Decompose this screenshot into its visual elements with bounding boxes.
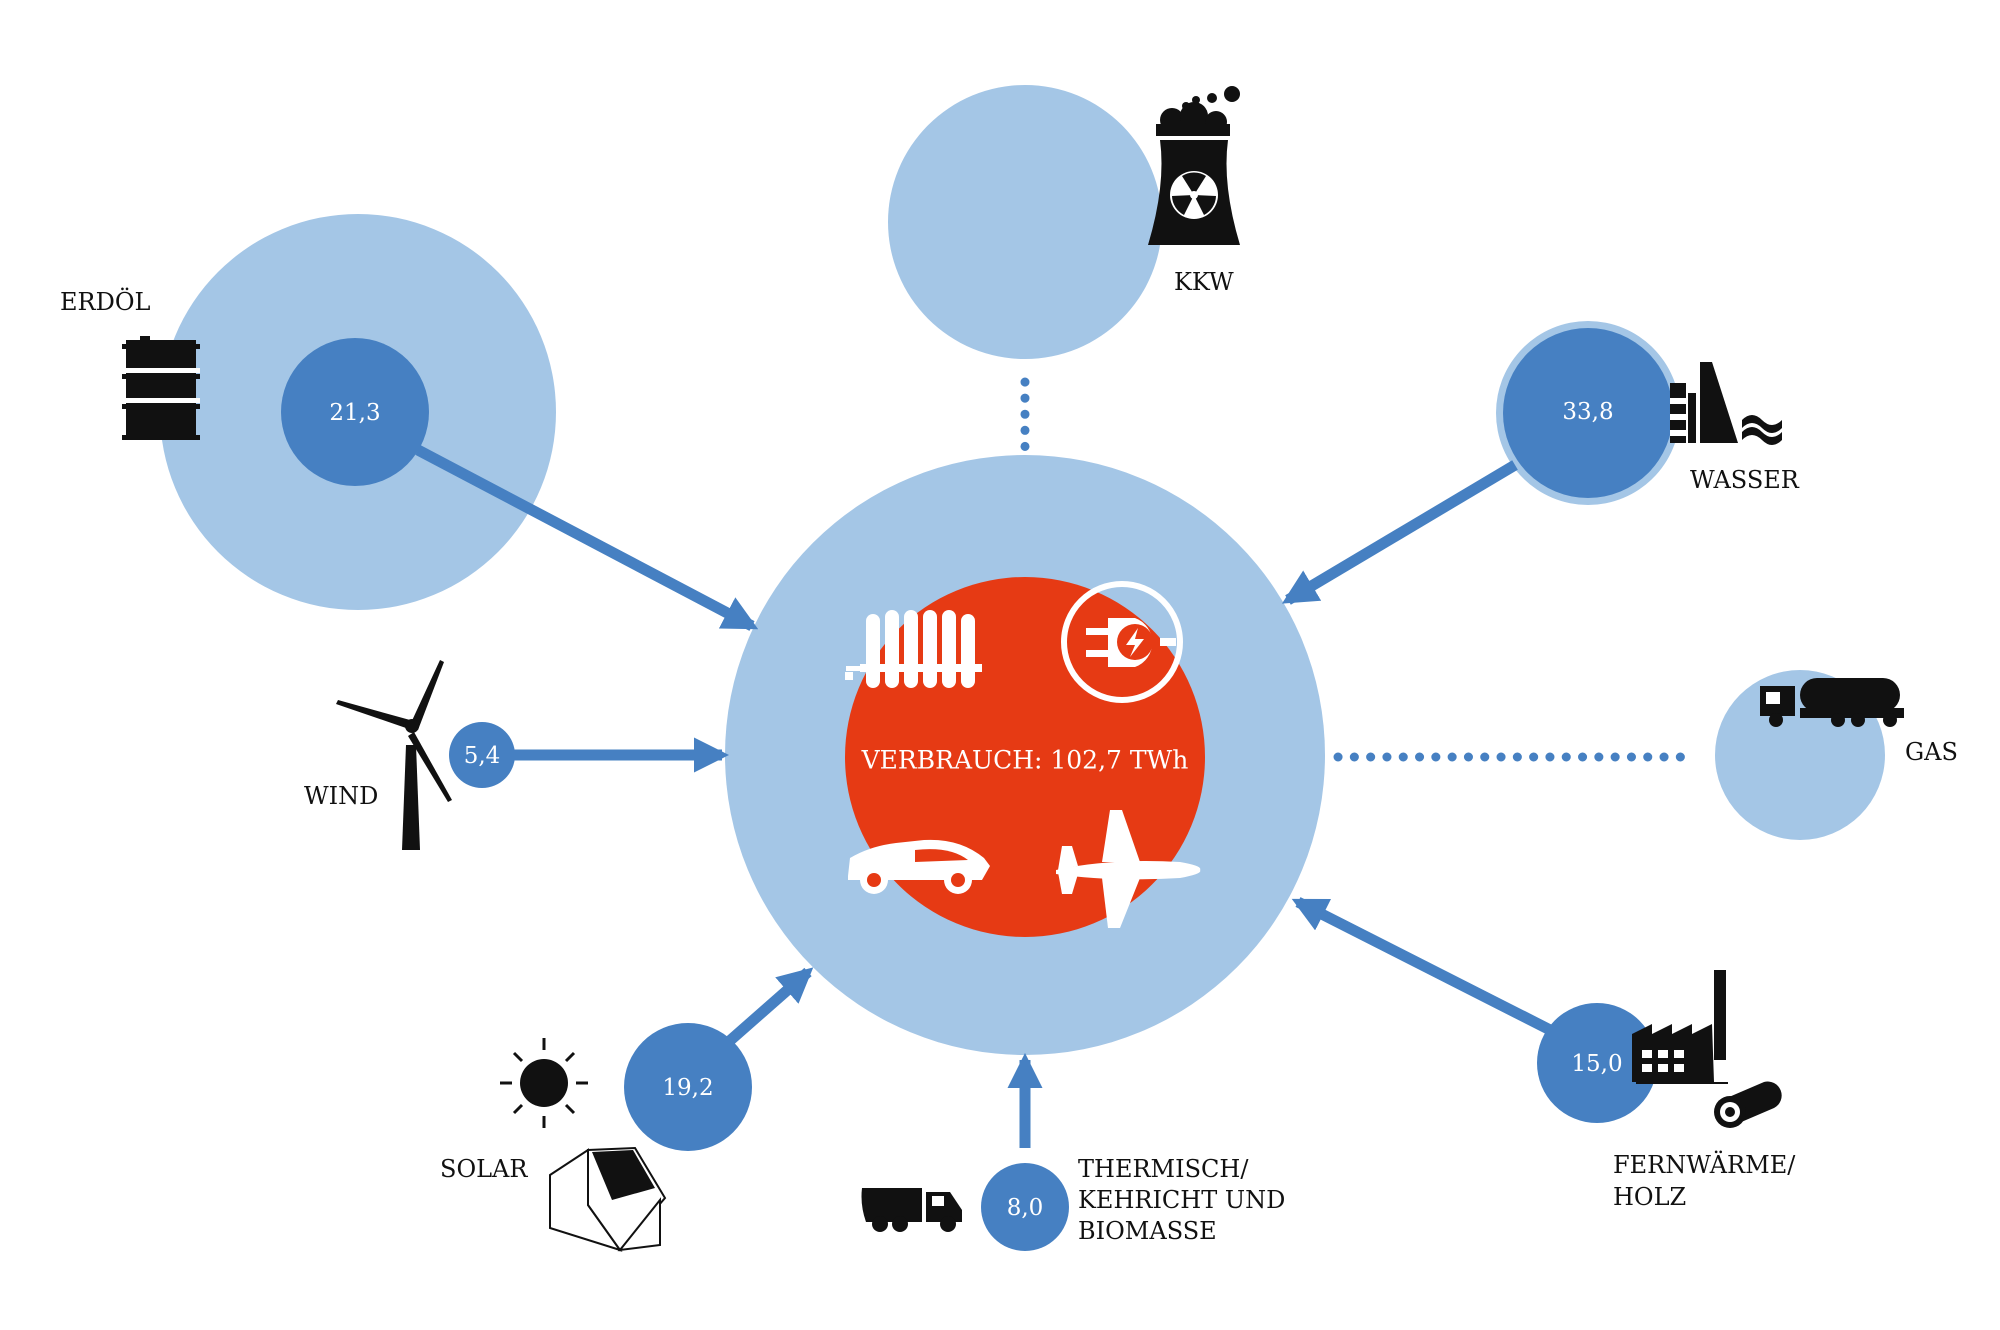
solar-value: 19,2: [662, 1075, 713, 1101]
erdoel-value: 21,3: [329, 400, 380, 426]
wind-value: 5,4: [464, 743, 501, 769]
solar-arrow: [721, 967, 814, 1050]
wasser-value: 33,8: [1562, 399, 1613, 425]
wind-label: WIND: [304, 782, 378, 810]
sun-solar-house-icon: [500, 1038, 667, 1252]
wind-value-bubble: [449, 722, 515, 788]
oil-barrel-icon: [122, 336, 200, 440]
thermisch-value-bubble: [981, 1163, 1069, 1251]
wasser-arrow: [1281, 460, 1518, 605]
solar-value-bubble: [624, 1023, 752, 1151]
wind-turbine-icon: [336, 660, 452, 850]
thermisch-label-line2: KEHRICHT UND: [1078, 1186, 1285, 1214]
erdoel-arrow: [415, 445, 759, 631]
fernwaerme-label-line1: FERNWÄRME/: [1613, 1150, 1796, 1179]
thermisch-label-line1: THERMISCH/: [1078, 1155, 1249, 1183]
airplane-icon: [1056, 810, 1201, 928]
kkw-label: KKW: [1174, 268, 1234, 296]
kkw-outer-bubble: [888, 85, 1162, 359]
consumption-label: VERBRAUCH: 102,7 TWh: [861, 746, 1189, 775]
nuclear-plant-icon: [1148, 86, 1240, 245]
erdoel-label: ERDÖL: [60, 287, 151, 316]
gas-label: GAS: [1905, 738, 1958, 766]
electric-plug-icon: [1061, 581, 1183, 703]
fernwaerme-label-line2: HOLZ: [1613, 1183, 1686, 1211]
factory-logs-icon: [1632, 970, 1782, 1128]
erdoel-value-bubble: [281, 338, 429, 486]
hydro-dam-icon: [1670, 362, 1782, 445]
wasser-value-bubble: [1503, 328, 1673, 498]
radiator-icon: [845, 610, 982, 688]
car-icon: [848, 839, 990, 894]
fernwaerme-value: 15,0: [1571, 1051, 1622, 1077]
fernwaerme-value-bubble: [1537, 1003, 1657, 1123]
fernwaerme-arrow: [1291, 897, 1563, 1040]
solar-label: SOLAR: [440, 1155, 528, 1183]
tanker-truck-icon: [1760, 678, 1904, 727]
thermisch-value: 8,0: [1007, 1195, 1044, 1221]
thermisch-label-line3: BIOMASSE: [1078, 1217, 1217, 1245]
garbage-truck-icon: [861, 1188, 962, 1232]
wasser-label: WASSER: [1690, 466, 1800, 494]
